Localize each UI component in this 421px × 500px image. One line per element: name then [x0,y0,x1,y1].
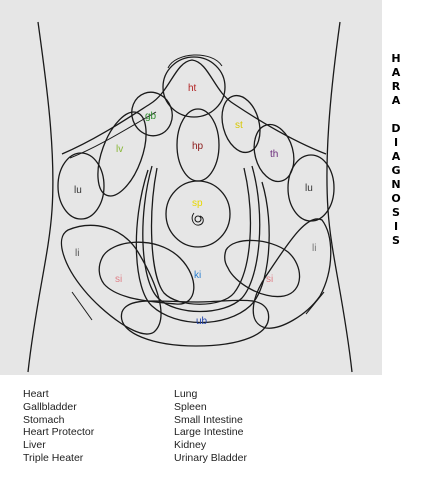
legend-item: Triple Heater [23,451,84,464]
heart-cap [167,54,223,69]
label-hp: hp [192,141,204,152]
groin-left-line [71,291,93,321]
label-lv: lv [116,144,123,155]
legend-item: Gallbladder [23,400,77,413]
hara-diagram: ht gb st lv hp th lu lu sp li li si si k… [27,21,353,373]
stomach-region [221,94,261,154]
triple-heater-region [253,123,295,183]
legend-item: Lung [174,388,198,400]
legend-item: Kidney [174,439,207,452]
title-letter: S [392,234,400,247]
legend-item: Liver [23,439,46,452]
title-letter: I [393,220,399,233]
legend-item: Large Intestine [174,426,244,439]
title-letter: N [391,178,401,191]
legend-item: Small Intestine [174,413,243,426]
title-letter: I [393,136,399,149]
title-letter: R [391,80,401,93]
rib-arch-inner [69,111,157,159]
groin-right-line [305,291,325,315]
torso-right-outline [326,21,353,373]
label-si-right: si [266,274,273,285]
title-letter: H [391,52,401,65]
title-letter: A [391,94,401,107]
gallbladder-region [131,91,173,137]
title-letter: S [392,206,400,219]
label-lu-left: lu [74,185,82,196]
label-ki: ki [194,270,201,281]
title-letter: A [391,66,401,79]
large-intestine-right-region [252,218,332,329]
navel-swirl [191,212,204,226]
legend-item: Heart [23,388,49,400]
label-lu-right: lu [305,183,313,194]
small-intestine-left-region [98,241,195,305]
legend-item: Spleen [174,400,207,413]
label-li-right: li [312,243,316,254]
label-th: th [270,149,278,160]
title-letter: O [391,192,401,205]
title-letter: A [391,150,401,163]
liver-region [97,111,147,197]
diagram-panel [0,0,382,375]
bowl-middle [142,165,261,313]
bowl-outer [135,169,270,324]
small-intestine-right-region [224,239,301,298]
kidney-region [150,167,252,305]
legend-left: Heart Gallbladder Stomach Heart Protecto… [23,388,94,465]
rib-arch [61,59,327,155]
label-gb: gb [145,111,157,122]
large-intestine-left-region [60,224,162,335]
label-si-left: si [115,274,122,285]
torso-left-outline [27,21,54,373]
vertical-title: H A R A D I A G N O S I S [389,52,403,248]
title-letter: G [391,164,401,177]
label-ht: ht [188,83,197,94]
spleen-region [165,180,231,248]
legend-item: Stomach [23,413,65,426]
lung-left-region [57,152,105,220]
legend-item: Heart Protector [23,426,95,439]
navel [194,215,202,223]
legend-item: Urinary Bladder [174,451,247,464]
label-li-left: li [75,248,79,259]
legend-right: Lung Spleen Small Intestine Large Intest… [174,388,247,465]
title-letter: D [391,122,401,135]
heart-region [162,56,226,118]
label-sp: sp [192,198,203,209]
label-st: st [235,120,243,131]
urinary-bladder-region [120,299,270,347]
label-ub: ub [196,316,208,327]
